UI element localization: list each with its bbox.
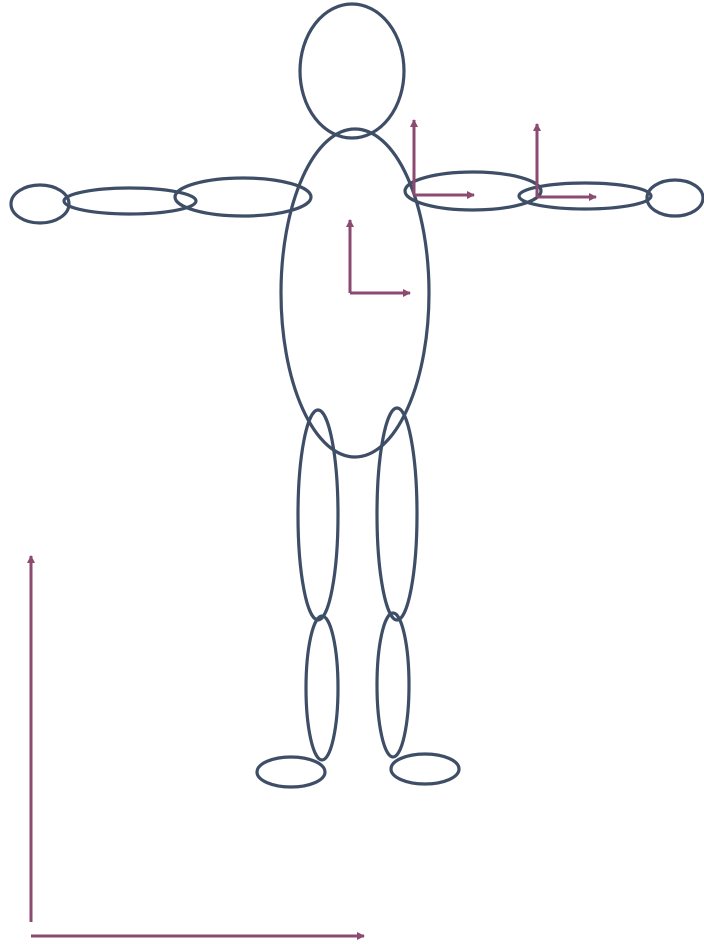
left-hand xyxy=(645,178,704,218)
right-forearm xyxy=(62,186,198,216)
torso xyxy=(279,127,431,459)
right-thigh xyxy=(296,408,340,622)
torso-frame xyxy=(346,219,411,297)
right-foot xyxy=(255,755,327,789)
left-thigh xyxy=(375,406,419,622)
world-frame xyxy=(27,555,365,940)
left-shin xyxy=(375,611,411,759)
left-foot xyxy=(389,752,461,786)
right-shin xyxy=(304,614,340,762)
left-forearm-frame xyxy=(533,123,597,201)
left-forearm xyxy=(517,181,653,211)
coordinate-frames xyxy=(27,119,597,940)
right-upper-arm xyxy=(173,176,313,218)
head xyxy=(298,2,406,140)
left-upper-arm-frame xyxy=(410,119,475,199)
left-upper-arm xyxy=(403,170,543,212)
body-outline xyxy=(9,2,704,789)
right-hand xyxy=(9,183,71,225)
